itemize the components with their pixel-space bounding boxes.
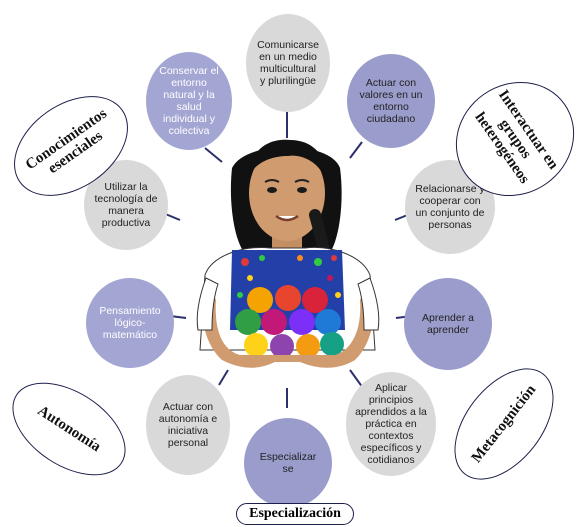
bubble-actuar-autonomia: Actuar con autonomía e iniciativa person… xyxy=(146,375,230,475)
bubble-comunicarse: Comunicarse en un medio multicultural y … xyxy=(246,14,330,112)
bubble-actuar-valores: Actuar con valores en un entorno ciudada… xyxy=(347,54,435,148)
face-shape xyxy=(249,145,325,241)
left-brow xyxy=(264,179,280,183)
right-brow xyxy=(294,179,310,183)
smile xyxy=(275,214,299,222)
left-sleeve xyxy=(196,277,219,331)
bubble-pensamiento: Pensamiento lógico-matemático xyxy=(86,278,174,368)
hair-bangs xyxy=(248,139,327,180)
woman-illustration xyxy=(196,139,380,368)
category-especializacion: Especialización xyxy=(236,503,354,525)
connector-line xyxy=(204,147,223,163)
bubble-relacionarse: Relacionarse y cooperar con un conjunto … xyxy=(405,160,495,254)
right-eye xyxy=(297,187,307,193)
bubble-especializarse: Especializar se xyxy=(244,418,332,508)
connector-line xyxy=(218,369,229,386)
bubble-conservar: Conservar el entorno natural y la salud … xyxy=(146,52,232,150)
bubble-aprender: Aprender a aprender xyxy=(404,278,492,370)
embroidery-dots xyxy=(237,255,341,298)
competence-circle-cluster xyxy=(235,285,344,358)
left-eye xyxy=(267,187,277,193)
right-sleeve xyxy=(357,277,380,331)
connector-line xyxy=(349,141,363,159)
bubble-aplicar: Aplicar principios aprendidos a la práct… xyxy=(346,372,436,476)
